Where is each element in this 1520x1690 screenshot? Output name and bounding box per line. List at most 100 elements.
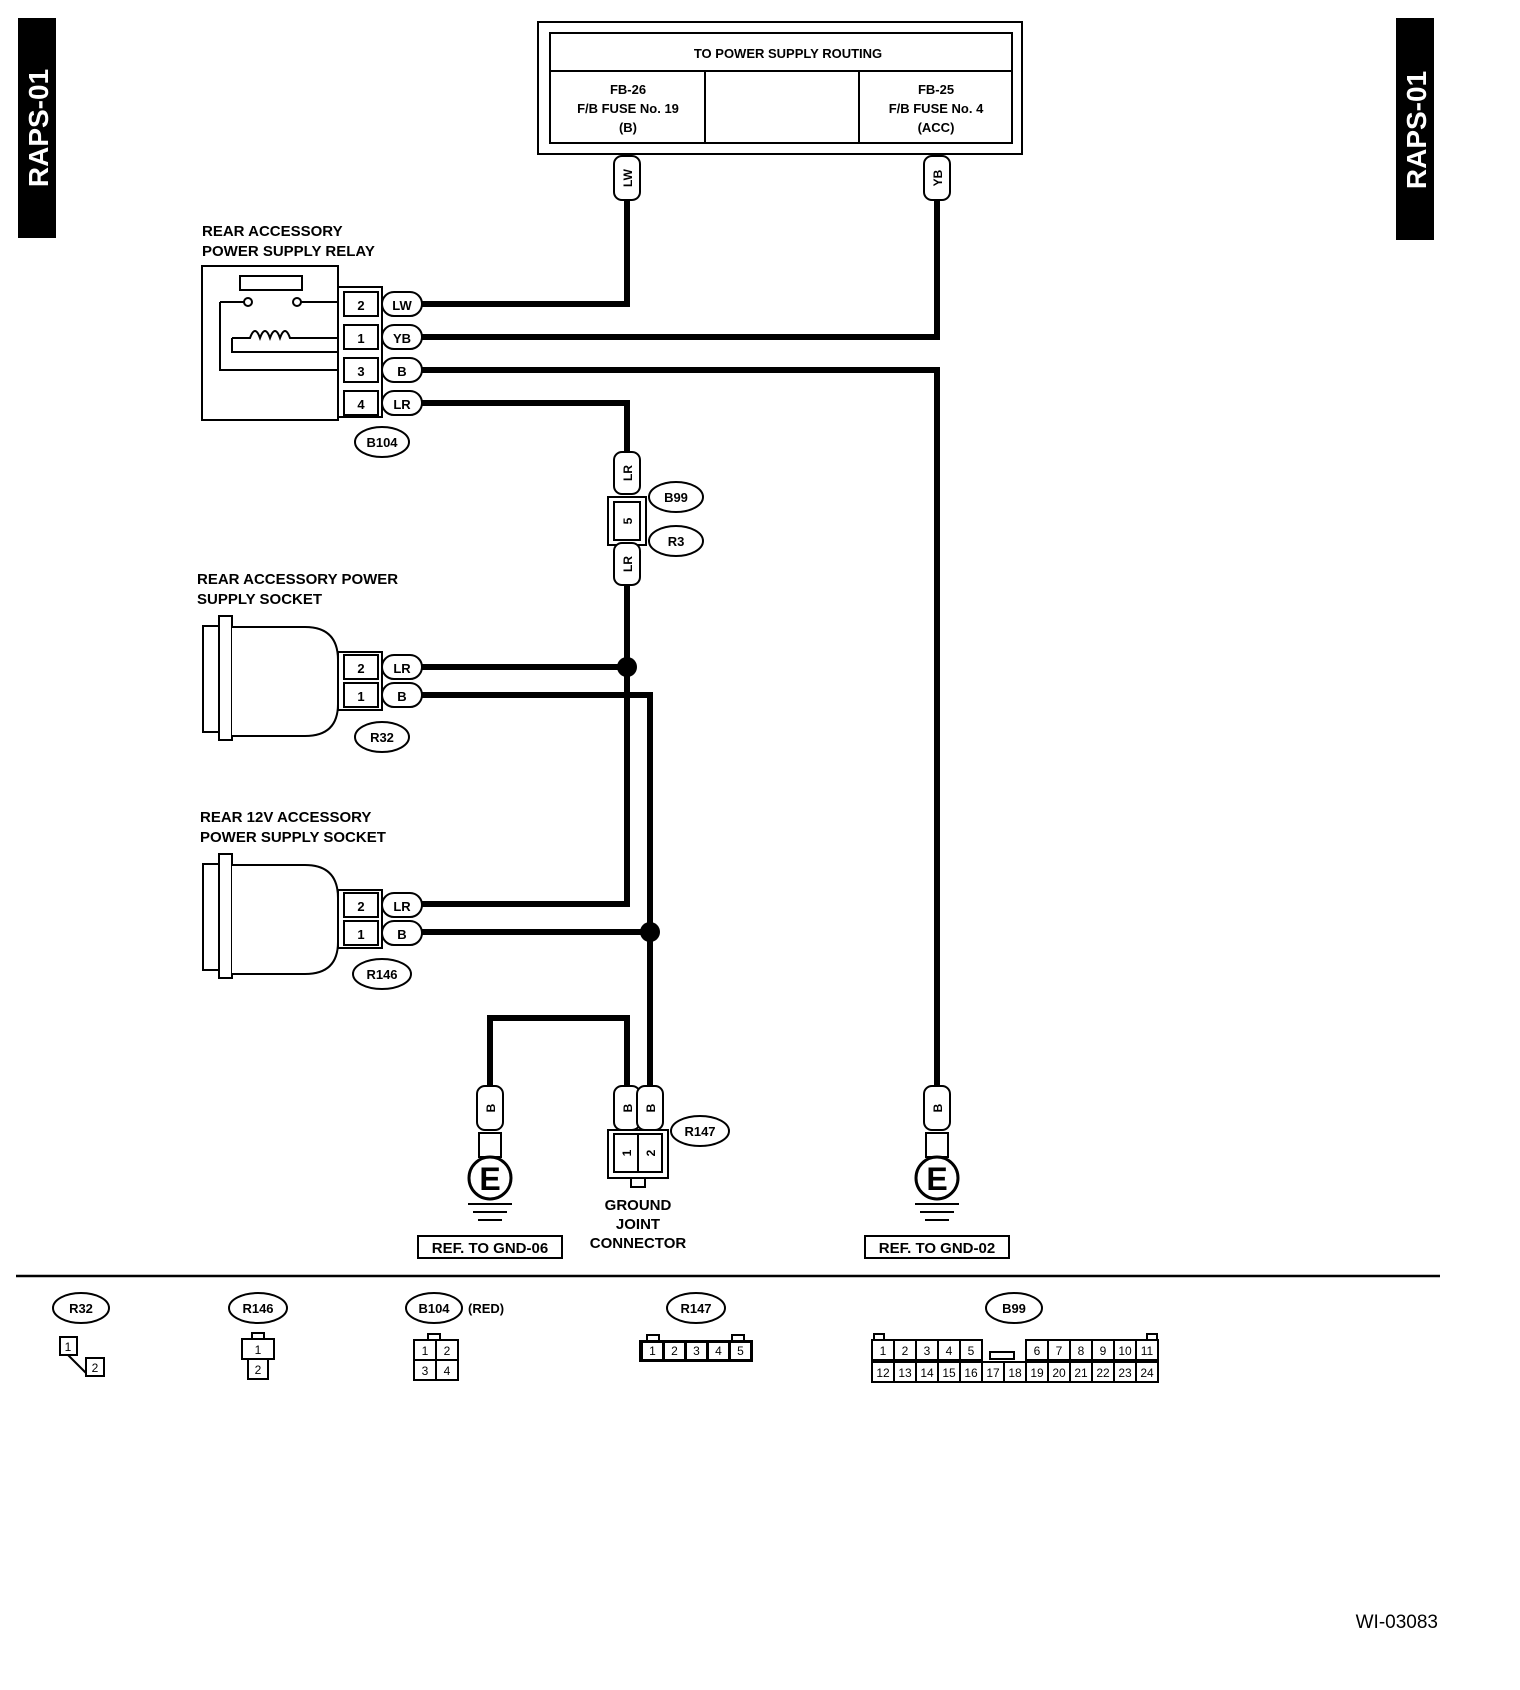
- svg-text:R3: R3: [668, 534, 685, 549]
- svg-text:1: 1: [65, 1340, 72, 1354]
- ground-joint-connector: 1 2: [607, 1129, 669, 1188]
- svg-text:2: 2: [255, 1363, 262, 1377]
- socket1-title-line1: REAR ACCESSORY POWER: [197, 571, 398, 588]
- socket2-title-line2: POWER SUPPLY SOCKET: [200, 829, 386, 846]
- b99-pin-cell-label: 11: [1141, 1344, 1154, 1358]
- ground-symbol-right: E: [914, 1155, 960, 1221]
- svg-text:B104: B104: [418, 1301, 450, 1316]
- svg-text:1: 1: [422, 1344, 429, 1358]
- svg-text:REF. TO GND-06: REF. TO GND-06: [432, 1240, 548, 1257]
- b99-pin-cell-label: 24: [1140, 1366, 1154, 1380]
- ground-joint-label-3: CONNECTOR: [590, 1235, 687, 1252]
- svg-text:2: 2: [357, 298, 364, 313]
- svg-text:E: E: [479, 1161, 500, 1197]
- fuse-fb25-source: (ACC): [918, 120, 955, 135]
- relay-pin-2: 2 LW: [343, 291, 423, 317]
- left-section-tab: [18, 18, 56, 238]
- socket1-pin-2: 2 LR: [343, 654, 423, 680]
- fuse-fb25-id: FB-25: [918, 82, 954, 97]
- svg-text:REF. TO GND-02: REF. TO GND-02: [879, 1240, 995, 1257]
- figure-id: WI-03083: [1356, 1612, 1438, 1633]
- svg-text:4: 4: [357, 397, 365, 412]
- r147-pin-cell-label: 3: [693, 1344, 700, 1358]
- b99-pin-cell-label: 12: [876, 1366, 890, 1380]
- svg-text:2: 2: [444, 1344, 451, 1358]
- wire-tag-fb26: LW: [613, 155, 641, 201]
- relay-title-line1: REAR ACCESSORY: [202, 223, 343, 240]
- b99-pin-cell-label: 4: [946, 1344, 953, 1358]
- svg-text:LR: LR: [393, 397, 411, 412]
- connector-view-r146: R146 1 2: [228, 1292, 288, 1380]
- r3-badge: R3: [648, 525, 704, 557]
- svg-text:E: E: [926, 1161, 947, 1197]
- svg-text:2: 2: [357, 661, 364, 676]
- socket2-symbol: [202, 853, 339, 979]
- r147-pin-cell-label: 4: [715, 1344, 722, 1358]
- splice-point-b: [640, 922, 660, 942]
- svg-text:4: 4: [444, 1364, 451, 1378]
- r147-badge: R147: [670, 1115, 730, 1147]
- svg-text:B104: B104: [366, 435, 398, 450]
- b99-pin-cell: [959, 1339, 983, 1361]
- socket2-connector-badge: R146: [352, 958, 412, 990]
- b99-pin-cell-label: 19: [1030, 1366, 1044, 1380]
- relay-title-line2: POWER SUPPLY RELAY: [202, 243, 375, 260]
- ref-gnd06-box: REF. TO GND-06: [417, 1235, 563, 1259]
- b99-pin-cell-label: 10: [1118, 1344, 1132, 1358]
- svg-text:B: B: [484, 1103, 498, 1112]
- svg-text:B: B: [397, 689, 406, 704]
- r147-pin-cell-label: 1: [649, 1344, 656, 1358]
- wire-tag-b99-top: LR: [613, 451, 641, 495]
- b99-pin-cell-label: 14: [920, 1366, 934, 1380]
- ground-terminal-left: [478, 1132, 502, 1158]
- svg-text:LR: LR: [621, 465, 635, 481]
- svg-text:B: B: [397, 927, 406, 942]
- wire-tag-fb25: YB: [923, 155, 951, 201]
- connector-view-b104: B104 (RED) 1 2 3 4: [405, 1292, 504, 1381]
- r147-pin-cell-label: 2: [671, 1344, 678, 1358]
- b99-pin-cell-label: 20: [1052, 1366, 1066, 1380]
- fuse-fb26-desc: F/B FUSE No. 19: [577, 101, 679, 116]
- svg-text:LR: LR: [393, 661, 411, 676]
- svg-text:1: 1: [357, 331, 364, 346]
- power-supply-routing-box: TO POWER SUPPLY ROUTING FB-26 F/B FUSE N…: [537, 21, 1023, 155]
- r147-pin-cell: [729, 1341, 752, 1361]
- b104-color-note: (RED): [468, 1301, 504, 1316]
- svg-text:B: B: [644, 1103, 658, 1112]
- wire-tag-b99-bottom: LR: [613, 542, 641, 586]
- wire-tag-gnd02: B: [923, 1085, 951, 1131]
- svg-text:R32: R32: [69, 1301, 93, 1316]
- svg-text:B99: B99: [664, 490, 688, 505]
- svg-text:YB: YB: [393, 331, 411, 346]
- right-section-tab-text: RAPS-01: [1401, 71, 1432, 189]
- svg-text:R147: R147: [684, 1124, 715, 1139]
- joint-connector-b99-r3: 5: [607, 496, 647, 546]
- b99-pin-cell-label: 6: [1034, 1344, 1041, 1358]
- b99-pin-cell-label: 22: [1096, 1366, 1110, 1380]
- fuse-fb25-desc: F/B FUSE No. 4: [889, 101, 984, 116]
- relay-pin-3: 3 B: [343, 357, 423, 383]
- svg-text:1: 1: [620, 1149, 634, 1156]
- fuse-fb26-source: (B): [619, 120, 637, 135]
- svg-text:LR: LR: [393, 899, 411, 914]
- b99-pin-cell-label: 17: [986, 1366, 1000, 1380]
- svg-text:LW: LW: [621, 168, 635, 187]
- svg-text:LR: LR: [621, 556, 635, 572]
- svg-text:1: 1: [357, 689, 364, 704]
- left-section-tab-text: RAPS-01: [23, 69, 54, 187]
- b99-pin-cell-label: 2: [902, 1344, 909, 1358]
- svg-text:2: 2: [92, 1361, 99, 1375]
- r147-pin-cell-label: 5: [737, 1344, 744, 1358]
- power-box-title: TO POWER SUPPLY ROUTING: [694, 46, 882, 61]
- relay-symbol: [201, 265, 339, 421]
- b99-badge: B99: [648, 481, 704, 513]
- splice-point-lr: [617, 657, 637, 677]
- fuse-fb26-id: FB-26: [610, 82, 646, 97]
- svg-text:B: B: [621, 1103, 635, 1112]
- socket2-pin-1: 1 B: [343, 920, 423, 946]
- svg-text:5: 5: [621, 517, 635, 524]
- b99-pin-cell: [1135, 1339, 1159, 1361]
- b99-pin-cell-label: 1: [880, 1344, 887, 1358]
